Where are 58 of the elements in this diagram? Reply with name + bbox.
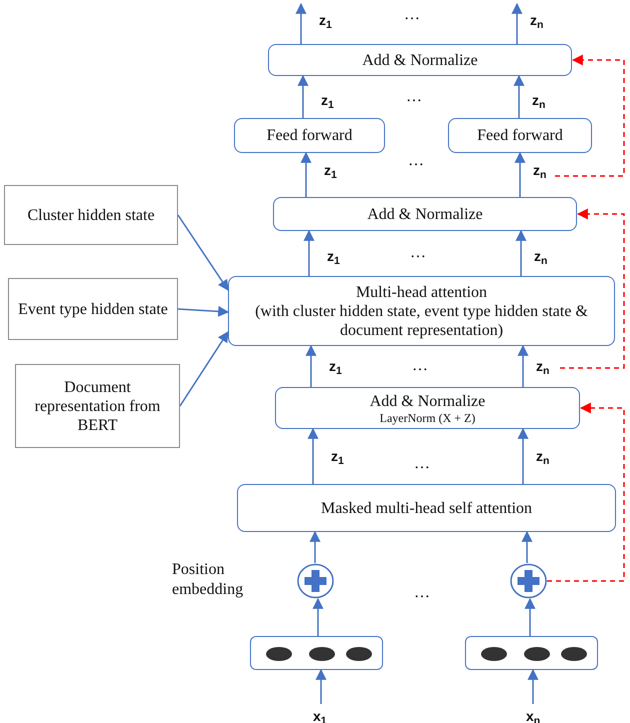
add-circle: [297, 563, 334, 599]
feed-forward-box: [234, 118, 385, 153]
arrow: [514, 152, 526, 197]
arrow: [304, 230, 314, 276]
node-title: Multi-head attention: [356, 282, 488, 302]
arrow: [524, 598, 536, 636]
arrow: [308, 428, 318, 484]
node-title: Masked multi-head self attention: [320, 498, 532, 518]
residual-connection-arrow: [547, 402, 625, 582]
arrow: [306, 344, 316, 387]
ellipsis: …: [412, 357, 428, 375]
ellipsis: …: [408, 152, 424, 170]
ellipsis: …: [406, 88, 422, 106]
arrow: [522, 530, 532, 563]
feed-forward-box: [448, 118, 592, 153]
arrow: [296, 2, 306, 44]
residual-connection-arrow: [555, 54, 625, 177]
input-box: [4, 185, 178, 245]
node-title: Add & Normalize: [367, 204, 483, 224]
input-box: [8, 278, 178, 340]
arrow: [316, 668, 326, 704]
attention-box: [228, 276, 615, 346]
ellipsis: …: [404, 6, 420, 24]
arrow: [298, 74, 308, 118]
arrow: [516, 230, 526, 276]
node-title: Add & Normalize: [370, 392, 486, 410]
input-box: [15, 364, 180, 448]
add-circle: [510, 563, 547, 599]
arrow: [518, 428, 528, 484]
attention-box: [237, 484, 616, 532]
node-title: Feed forward: [266, 126, 352, 145]
arrow: [310, 530, 320, 563]
embedding-vector-box: [250, 636, 383, 670]
add-normalize-box: [273, 197, 577, 231]
add-normalize-box: [275, 387, 580, 429]
node-title: Event type hidden state: [18, 300, 168, 318]
arrow: [179, 331, 229, 406]
arrow: [512, 2, 522, 44]
ellipsis: …: [414, 584, 430, 602]
ellipsis: …: [414, 455, 430, 473]
arrow: [312, 598, 324, 636]
node-title: Document representation from BERT: [34, 378, 162, 434]
node-title: Add & Normalize: [362, 50, 478, 70]
node-subtitle: (with cluster hidden state, event type hidden state & document representation): [254, 302, 589, 340]
node-title: Cluster hidden state: [27, 206, 155, 224]
arrow: [518, 344, 528, 387]
embedding-vector-box: [465, 636, 598, 670]
add-normalize-box: [268, 44, 572, 76]
annotation-text: Position embedding: [172, 560, 244, 600]
arrow: [177, 214, 229, 291]
residual-connection-arrow: [560, 208, 625, 369]
arrow: [514, 74, 524, 118]
arrow: [178, 306, 230, 317]
node-subtitle: LayerNorm (X + Z): [380, 410, 476, 424]
ellipsis: …: [410, 244, 426, 262]
node-title: Feed forward: [477, 126, 563, 145]
arrow: [528, 668, 538, 704]
arrow: [300, 152, 312, 197]
